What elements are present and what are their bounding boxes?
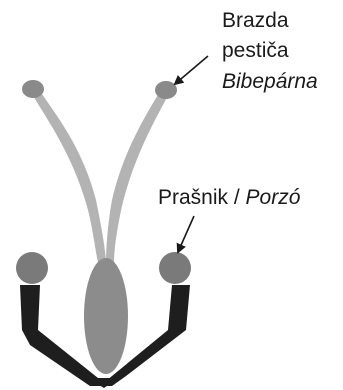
stigma-label-line2: pestiča	[222, 39, 289, 62]
left-style-branch	[30, 88, 106, 262]
right-stigma-head	[155, 81, 177, 99]
stigma-label-line3: Bibepárna	[222, 70, 318, 93]
anther-label-text: Prašnik /	[158, 186, 246, 209]
anther-pointer-arrow	[178, 216, 194, 252]
left-anther	[16, 252, 48, 284]
ovary	[84, 258, 128, 374]
stigma-label-line1: Brazda	[222, 9, 289, 32]
left-stigma-head	[22, 80, 44, 98]
right-anther	[159, 252, 191, 284]
right-style-branch	[106, 88, 170, 262]
anther-label: Prašnik / Porzó	[158, 186, 301, 209]
anther-label-italic: Porzó	[246, 186, 301, 209]
stigma-pointer-arrow	[175, 56, 208, 84]
